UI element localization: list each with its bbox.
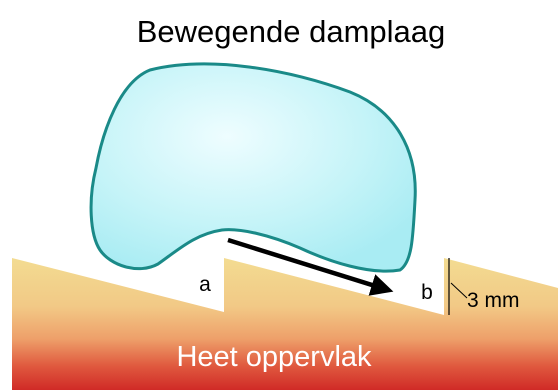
- label-b: b: [421, 281, 433, 304]
- droplet-shape: [89, 62, 417, 273]
- hot-surface: [12, 258, 558, 390]
- gap-size-label: 3 mm: [467, 289, 520, 312]
- diagram-title: Bewegende damplaag: [137, 14, 446, 49]
- vapour-flow-arrow: [227, 237, 394, 296]
- hot-surface-label: Heet oppervlak: [176, 341, 372, 373]
- gap-leader-line: [450, 282, 468, 299]
- label-a: a: [199, 273, 211, 296]
